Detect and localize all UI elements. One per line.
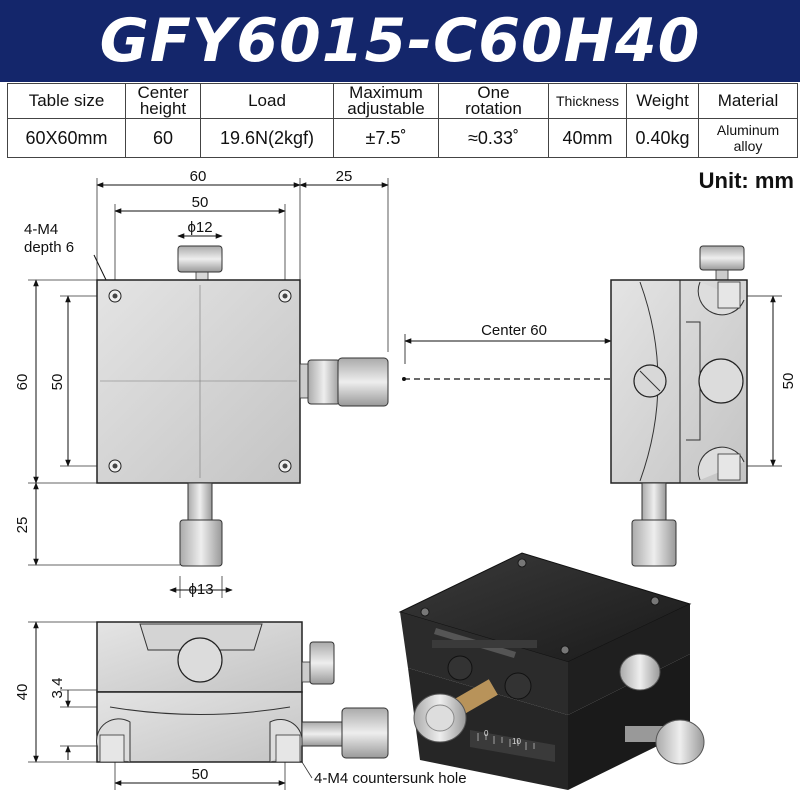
dim-top-hole-spacing: 50 [192,194,209,211]
spec-header-cell: Load [200,83,334,119]
dim-front-height: 40 [14,684,31,701]
photo-scale-zero: 0 [484,729,489,738]
unit-label: Unit: mm [698,168,794,193]
spec-header-cell: Thickness [548,83,627,119]
countersunk-note: 4-M4 countersunk hole [314,770,467,787]
dim-side-hole-spacing: 50 [780,373,797,390]
hole-note-line1: 4-M4 [24,221,58,238]
spec-header-cell: Material [698,83,798,119]
dim-knob-diameter-top: ϕ12 [187,219,212,236]
photo-knob-right [619,653,661,691]
adjust-knob-bottom [179,519,223,567]
photo-scale-ten: 10 [512,737,521,746]
dim-bottom-extension: 25 [14,517,31,534]
spec-value-cell: ±7.5˚ [333,118,439,158]
spec-value-cell: 40mm [548,118,627,158]
hole-note-line2: depth 6 [24,239,74,256]
dim-center: Center 60 [481,322,547,339]
spec-value-cell: 19.6N(2kgf) [200,118,334,158]
photo-knob-lower [655,719,705,765]
dim-top-extension: 25 [336,168,353,185]
technical-drawing: 60 25 50 ϕ12 4-M4 depth 6 60 50 25 ϕ13 [14,168,797,790]
dim-top-width: 60 [190,168,207,185]
dim-front-small: 3.4 [49,678,66,699]
adjust-knob-top [177,245,223,273]
title-banner: GFY6015-C60H40 [0,0,800,82]
top-view: 60 25 50 ϕ12 4-M4 depth 6 60 50 25 ϕ13 [14,168,389,598]
spec-value-cell: 60X60mm [7,118,126,158]
adjust-knob-right [337,357,389,407]
side-view: Center 60 50 [402,245,797,567]
front-view: 40 3.4 50 4-M4 countersunk hole [14,621,467,790]
adjust-knob-front [341,707,389,759]
dim-left-hole-spacing: 50 [49,374,66,391]
spec-value-cell: 0.40kg [626,118,699,158]
spec-value-row: 60X60mm 60 19.6N(2kgf) ±7.5˚ ≈0.33˚ 40mm… [7,118,798,158]
spec-value-cell: 60 [125,118,201,158]
product-title: GFY6015-C60H40 [99,6,701,76]
dim-front-hole-spacing: 50 [192,766,209,783]
front-lower-body [96,691,303,763]
dim-knob-diameter-bottom: ϕ13 [188,581,213,598]
product-photo: 0 10 [398,552,705,790]
spec-header-cell: Weight [626,83,699,119]
spec-value-cell: ≈0.33˚ [438,118,549,158]
dim-left-height: 60 [14,374,31,391]
spec-header-cell: Table size [7,83,126,119]
top-plate [96,279,301,484]
